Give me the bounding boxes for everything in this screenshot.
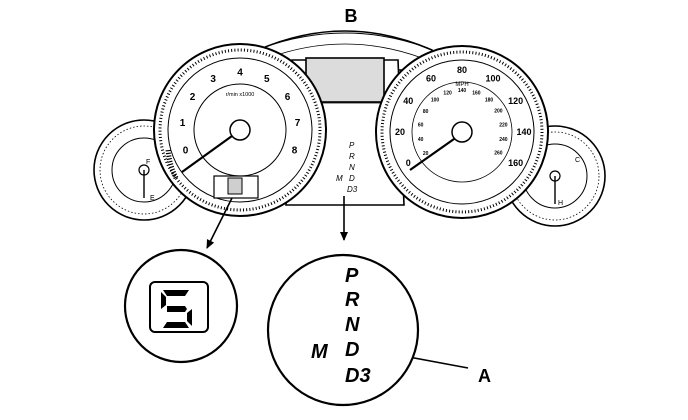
tach-numeral-3: 3: [210, 74, 216, 85]
callout-b-label: B: [345, 6, 358, 26]
speed-inner-numeral-8: 180: [485, 98, 494, 104]
speed-outer-numeral-4: 80: [457, 65, 467, 75]
speed-needle-hub: [451, 121, 473, 143]
gear-small-d3: D3: [347, 185, 358, 194]
speed-inner-numeral-7: 160: [472, 90, 481, 96]
tach-needle: [181, 135, 233, 173]
tach-numeral-0: 0: [183, 145, 189, 156]
speed-outer-numeral-2: 40: [403, 96, 413, 106]
gear-zoom-r: R: [345, 289, 360, 311]
gear-indicator-zoom: P R N D D3 M: [266, 253, 420, 407]
tach-unit-label: r/min x1000: [226, 92, 255, 98]
tach-numeral-6: 6: [285, 92, 291, 103]
speed-inner-numeral-10: 220: [499, 123, 508, 129]
tach-numeral-5: 5: [264, 74, 270, 85]
speed-inner-numeral-1: 40: [418, 137, 424, 143]
gear-small-d: D: [349, 174, 355, 183]
gear-zoom-d3: D3: [345, 365, 371, 387]
tach-needle-hub: [229, 119, 251, 141]
speed-outer-numeral-5: 100: [485, 74, 500, 84]
tach-numeral-8: 8: [292, 145, 298, 156]
fuel-label-empty: E: [150, 195, 155, 202]
tach-numeral-7: 7: [295, 118, 301, 129]
shift-display-digit: [161, 290, 192, 328]
speed-outer-numeral-1: 20: [395, 127, 405, 137]
gear-indicator-small: P R N D D3 M: [336, 141, 358, 194]
tachometer: 0 1 2 3 4 5 6 7 8 r/min x1000: [153, 43, 327, 217]
shift-indicator-window: [227, 177, 243, 195]
speed-inner-numeral-4: 100: [431, 98, 440, 104]
gear-small-m: M: [336, 174, 343, 183]
tach-numeral-2: 2: [190, 92, 196, 103]
speed-outer-numeral-6: 120: [508, 96, 523, 106]
gear-small-p: P: [349, 141, 355, 150]
speed-needle: [409, 138, 455, 171]
speed-inner-numeral-11: 240: [499, 137, 508, 143]
speed-inner-numeral-6: 140: [458, 88, 467, 94]
temp-label-cold: C: [575, 157, 580, 164]
gear-zoom-n: N: [345, 314, 360, 336]
gear-small-r: R: [349, 152, 355, 161]
speed-outer-numeral-8: 160: [508, 158, 523, 168]
speed-outer-numeral-7: 140: [516, 127, 531, 137]
tach-numeral-4: 4: [237, 68, 243, 79]
callout-a-label: A: [478, 366, 491, 386]
speed-inner-numeral-0: 20: [423, 151, 429, 157]
tach-numeral-1: 1: [180, 118, 186, 129]
speed-inner-numeral-9: 200: [494, 109, 503, 115]
speed-inner-numeral-2: 60: [418, 123, 424, 129]
gear-zoom-p: P: [345, 265, 359, 287]
speed-inner-numeral-3: 80: [423, 109, 429, 115]
speed-outer-numeral-0: 0: [406, 158, 411, 168]
gear-small-n: N: [349, 163, 355, 172]
shift-display-zoom: 5: [123, 248, 239, 364]
speed-inner-numeral-12: 260: [494, 151, 503, 157]
speed-unit-label: MPH: [455, 82, 468, 88]
gear-zoom-m: M: [311, 341, 329, 363]
arrow-to-shift-display: [206, 197, 233, 249]
fuel-label-full: F: [146, 159, 150, 166]
speed-outer-numeral-3: 60: [426, 74, 436, 84]
gear-zoom-d: D: [345, 339, 359, 361]
speed-inner-numeral-5: 120: [443, 90, 452, 96]
temp-label-hot: H: [558, 200, 563, 207]
